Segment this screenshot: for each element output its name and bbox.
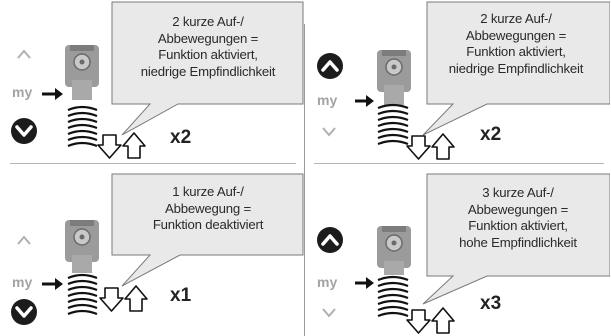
up-down-arrows-icon	[99, 285, 148, 312]
divider-horizontal-left	[10, 163, 296, 164]
bubble-text: 1 kurze Auf-/ Abbewegung = Funktion deak…	[152, 184, 264, 232]
panel-art	[11, 1, 304, 159]
bubble-text: 3 kurze Auf-/ Abbewegungen = Funktion ak…	[459, 185, 577, 250]
chevron-down-icon[interactable]	[11, 118, 37, 144]
panel-top-right: 2 kurze Auf-/ Abbewegungen = Funktion ak…	[305, 0, 610, 168]
arrow-right-icon	[355, 95, 374, 107]
repeat-count: x2	[170, 127, 192, 148]
motor-icon	[65, 220, 99, 273]
divider-horizontal-right	[314, 163, 604, 164]
my-label: my	[12, 274, 33, 290]
bubble-text: 2 kurze Auf-/ Abbewegungen = Funktion ak…	[448, 11, 584, 76]
motor-icon	[65, 45, 99, 100]
arrow-right-icon	[355, 277, 374, 289]
chevron-up-icon	[17, 49, 31, 59]
motor-icon	[377, 50, 411, 105]
panel-top-left: 2 kurze Auf-/ Abbewegungen = Funktion ak…	[0, 0, 305, 168]
arrow-right-icon	[42, 88, 63, 100]
divider-vertical	[304, 24, 305, 336]
chevron-down-icon	[322, 308, 336, 318]
my-label: my	[317, 274, 338, 290]
my-label: my	[12, 84, 33, 100]
panel-art	[317, 1, 610, 160]
panel-art	[317, 173, 610, 334]
chevron-down-icon	[322, 127, 336, 137]
up-down-arrows-icon	[406, 133, 455, 160]
bubble-text: 2 kurze Auf-/ Abbewegungen = Funktion ak…	[140, 14, 276, 79]
repeat-count: x3	[480, 293, 502, 314]
chevron-down-icon[interactable]	[11, 299, 37, 325]
spring-coil-icon	[377, 103, 409, 146]
motor-icon	[377, 226, 411, 275]
my-label: my	[317, 92, 338, 108]
chevron-up-icon	[17, 235, 31, 245]
spring-coil-icon	[67, 273, 98, 316]
chevron-up-icon[interactable]	[317, 227, 343, 253]
spring-coil-icon	[67, 105, 98, 148]
panel-bottom-right: 3 kurze Auf-/ Abbewegungen = Funktion ak…	[305, 168, 610, 336]
panel-bottom-left: 1 kurze Auf-/ Abbewegung = Funktion deak…	[0, 168, 305, 336]
repeat-count: x1	[170, 285, 192, 306]
spring-coil-icon	[377, 275, 409, 318]
up-down-arrows-icon	[97, 132, 146, 159]
repeat-count: x2	[480, 124, 502, 145]
arrow-right-icon	[42, 278, 63, 290]
panel-art	[11, 173, 304, 325]
up-down-arrows-icon	[406, 307, 455, 334]
chevron-up-icon[interactable]	[317, 53, 343, 79]
